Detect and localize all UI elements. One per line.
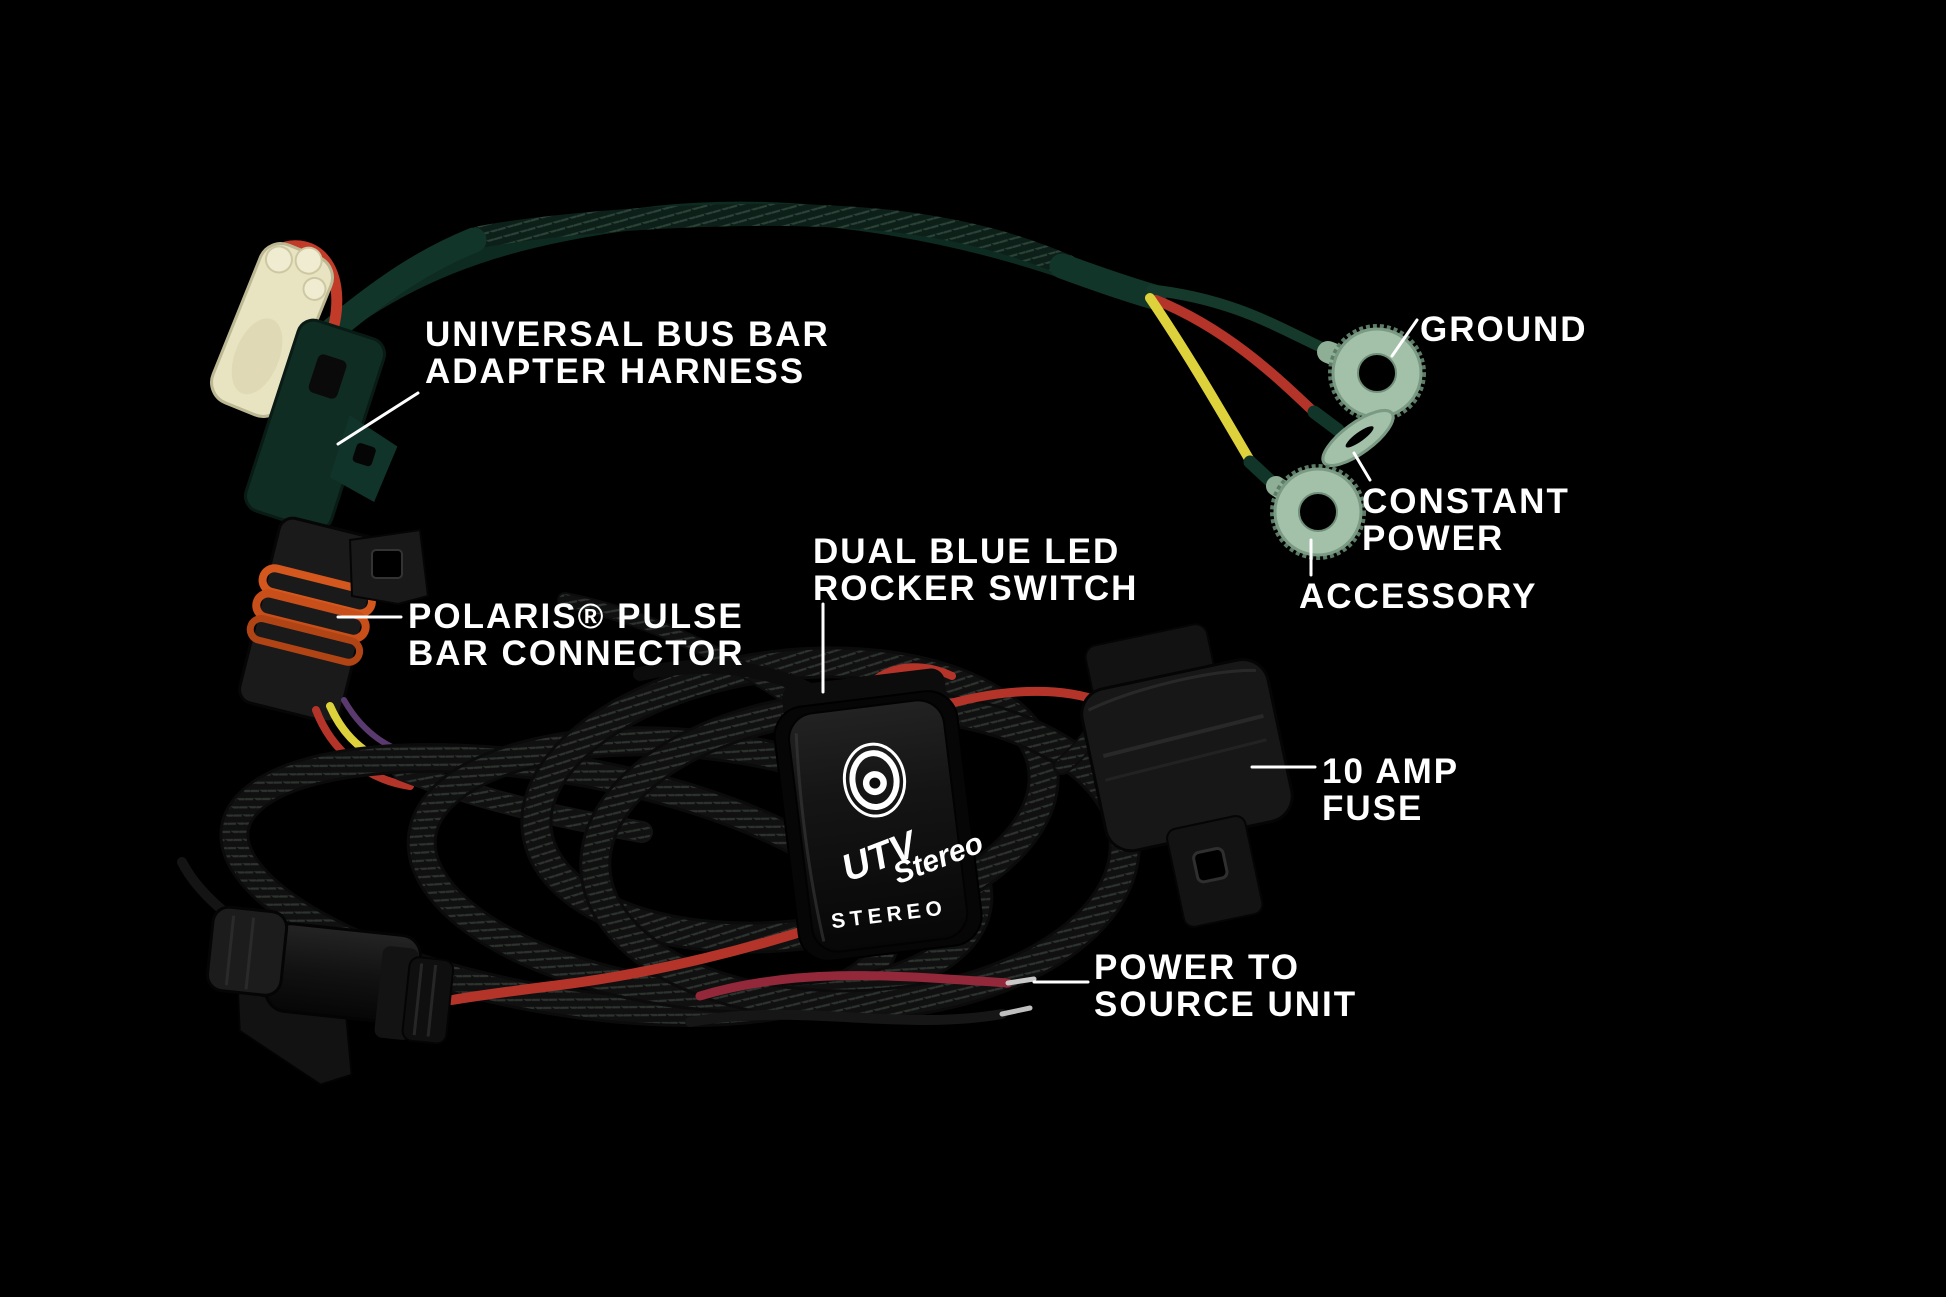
callout-10-amp-fuse: 10 AMP FUSE — [1322, 753, 1459, 827]
callout-line: GROUND — [1420, 310, 1588, 349]
leader-lines — [336, 318, 1419, 984]
callout-polaris-pulse: POLARIS® PULSE BAR CONNECTOR — [408, 598, 744, 672]
leader-constant — [1352, 451, 1372, 482]
callout-power-to-source: POWER TO SOURCE UNIT — [1094, 949, 1357, 1023]
adapter-harness-cable — [317, 201, 1167, 345]
callout-line: ACCESSORY — [1299, 577, 1538, 616]
constant-power-terminal — [1321, 408, 1395, 468]
callout-ground: GROUND — [1420, 311, 1588, 348]
callout-universal-bus-bar: UNIVERSAL BUS BAR ADAPTER HARNESS — [425, 316, 830, 390]
callout-accessory: ACCESSORY — [1299, 578, 1537, 615]
leader-ground — [1390, 318, 1419, 358]
callout-line: CONSTANT — [1362, 482, 1570, 521]
stripped-wire-tip — [999, 1005, 1033, 1017]
callout-line: ADAPTER HARNESS — [425, 352, 806, 391]
speaker-icon — [842, 742, 907, 818]
accessory-ring-terminal — [1270, 464, 1366, 560]
rocker-switch: UTV Stereo STEREO — [773, 668, 988, 962]
bullet-connector — [205, 905, 455, 1086]
callout-constant-power: CONSTANT POWER — [1362, 483, 1570, 557]
constant-power-wire — [1151, 295, 1345, 437]
ground-ring-terminal — [1328, 324, 1426, 422]
callout-line: POLARIS® PULSE — [408, 597, 744, 636]
callout-line: SOURCE UNIT — [1094, 985, 1358, 1024]
leader-universal — [336, 391, 420, 446]
callout-line: POWER TO — [1094, 948, 1300, 987]
universal-adapter-connector — [210, 240, 398, 532]
callout-line: BAR CONNECTOR — [408, 634, 745, 673]
callout-line: UNIVERSAL BUS BAR — [425, 315, 830, 354]
callout-rocker-switch: DUAL BLUE LED ROCKER SWITCH — [813, 533, 1138, 607]
callout-line: ROCKER SWITCH — [813, 569, 1139, 608]
fuse-holder — [1080, 623, 1294, 928]
power-source-wires — [177, 857, 1037, 1027]
callout-line: POWER — [1362, 519, 1505, 558]
callout-line: DUAL BLUE LED — [813, 532, 1121, 571]
stripped-wire-tip — [1005, 976, 1037, 986]
callout-line: 10 AMP — [1322, 752, 1460, 791]
callout-line: FUSE — [1322, 789, 1424, 828]
